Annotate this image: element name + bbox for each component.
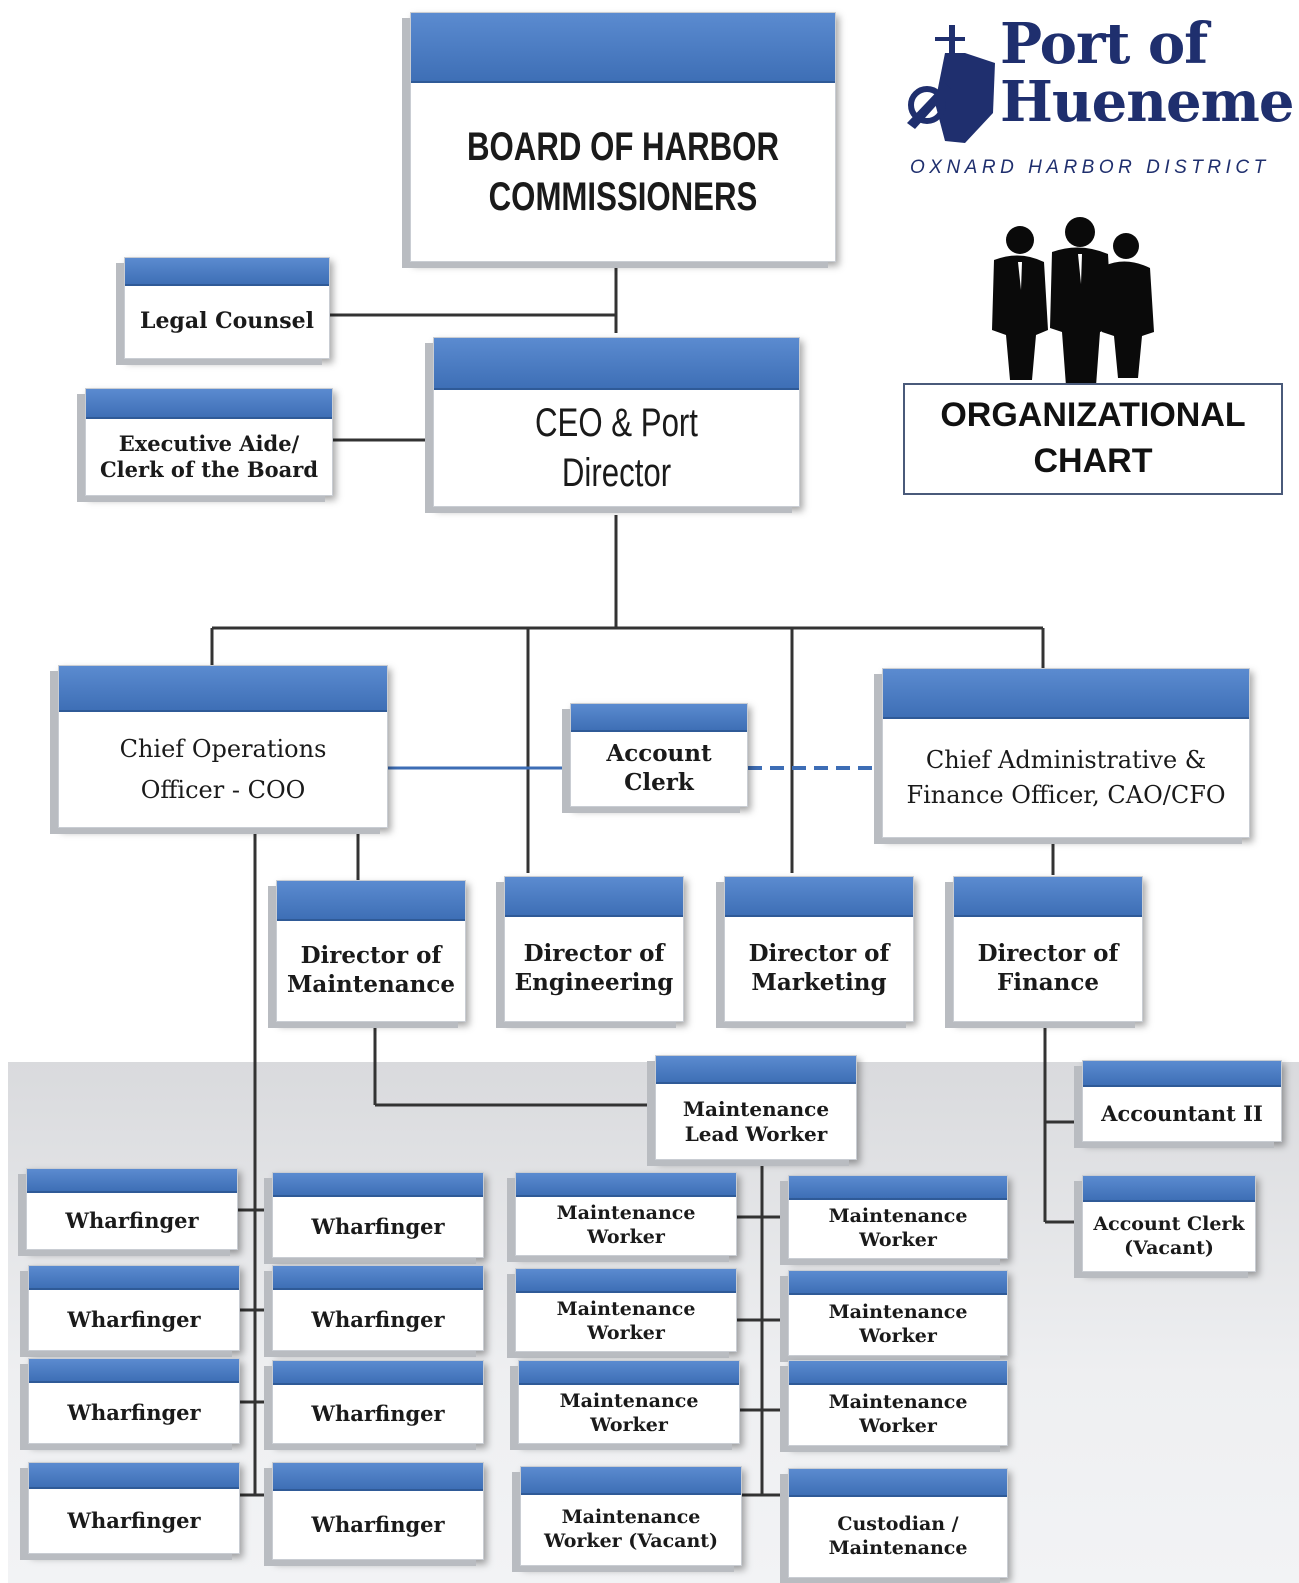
account-clerk-vacant-box: Account Clerk (Vacant) — [1082, 1175, 1256, 1272]
dir-engineering-label: Director of Engineering — [514, 940, 674, 996]
maintenance-worker-label: Maintenance Worker — [828, 1391, 968, 1437]
wharfinger-label: Wharfinger — [67, 1306, 201, 1332]
director-of-maintenance-box: Director of Maintenance — [276, 880, 466, 1022]
maintenance-lead-worker-box: Maintenance Lead Worker — [655, 1055, 857, 1160]
ceo-label: CEO & Port Director — [535, 401, 698, 495]
accountant-label: Accountant II — [1101, 1100, 1263, 1126]
wharfinger-label: Wharfinger — [311, 1400, 445, 1426]
lead-worker-label: Maintenance Lead Worker — [682, 1096, 830, 1146]
ceo-port-director-box: CEO & Port Director — [433, 337, 800, 507]
board-of-harbor-commissioners-box: BOARD OF HARBOR COMMISSIONERS — [410, 12, 836, 262]
dir-finance-label: Director of Finance — [977, 940, 1119, 996]
logo-line-2: Hueneme — [1000, 69, 1294, 135]
maintenance-worker-label: Maintenance Worker — [828, 1205, 968, 1251]
maintenance-worker-box: Maintenance Worker — [518, 1360, 740, 1444]
director-of-finance-box: Director of Finance — [953, 876, 1143, 1022]
wharfinger-label: Wharfinger — [65, 1207, 199, 1233]
director-of-engineering-box: Director of Engineering — [504, 876, 684, 1022]
maintenance-worker-box: Maintenance Worker — [788, 1175, 1008, 1259]
wharfinger-box: Wharfinger — [272, 1462, 484, 1560]
maintenance-worker-box: Maintenance Worker — [515, 1172, 737, 1256]
wharfinger-label: Wharfinger — [311, 1511, 445, 1537]
title-line-2: CHART — [1033, 442, 1153, 480]
business-people-silhouette-icon — [992, 217, 1154, 386]
maintenance-worker-box: Maintenance Worker — [788, 1360, 1008, 1446]
organizational-chart-title-box: ORGANIZATIONAL CHART — [903, 383, 1283, 495]
account-clerk-vacant-label: Account Clerk (Vacant) — [1093, 1212, 1245, 1259]
wharfinger-box: Wharfinger — [272, 1360, 484, 1444]
wharfinger-box: Wharfinger — [26, 1168, 238, 1250]
wharfinger-box: Wharfinger — [272, 1172, 484, 1258]
custodian-maintenance-box: Custodian / Maintenance — [788, 1468, 1008, 1578]
wharfinger-box: Wharfinger — [28, 1358, 240, 1444]
maintenance-worker-vacant-label: Maintenance Worker (Vacant) — [543, 1506, 719, 1552]
logo-line-1: Port of — [1000, 11, 1208, 77]
executive-aide-label: Executive Aide/ Clerk of the Board — [99, 430, 319, 482]
coo-label: Chief Operations Officer - COO — [119, 734, 327, 804]
ship-anchor-logo-icon — [907, 25, 995, 143]
maintenance-worker-box: Maintenance Worker — [515, 1268, 737, 1352]
accountant-ii-box: Accountant II — [1082, 1060, 1282, 1142]
maintenance-worker-label: Maintenance Worker — [559, 1390, 699, 1436]
port-of-hueneme-logo: Port of Hueneme OXNARD HARBOR DISTRICT — [905, 15, 1294, 190]
board-label: BOARD OF HARBOR COMMISSIONERS — [467, 125, 779, 219]
cao-label: Chief Administrative & Finance Officer, … — [906, 746, 1226, 809]
wharfinger-box: Wharfinger — [272, 1265, 484, 1351]
legal-counsel-box: Legal Counsel — [124, 257, 330, 359]
title-line-1: ORGANIZATIONAL — [940, 396, 1246, 435]
account-clerk-label: Account Clerk — [606, 740, 712, 796]
maintenance-worker-box: Maintenance Worker — [788, 1270, 1008, 1356]
logo-subtitle: OXNARD HARBOR DISTRICT — [910, 157, 1270, 178]
wharfinger-label: Wharfinger — [67, 1507, 201, 1533]
maintenance-worker-label: Maintenance Worker — [556, 1298, 696, 1344]
legal-counsel-label: Legal Counsel — [139, 308, 315, 335]
custodian-maintenance-label: Custodian / Maintenance — [828, 1513, 968, 1559]
maintenance-worker-label: Maintenance Worker — [556, 1202, 696, 1248]
director-of-marketing-box: Director of Marketing — [724, 876, 914, 1022]
executive-aide-box: Executive Aide/ Clerk of the Board — [85, 388, 333, 496]
dir-marketing-label: Director of Marketing — [748, 940, 890, 996]
wharfinger-label: Wharfinger — [311, 1213, 445, 1239]
chief-operations-officer-box: Chief Operations Officer - COO — [58, 665, 388, 828]
maintenance-worker-vacant-box: Maintenance Worker (Vacant) — [520, 1466, 742, 1566]
chief-administrative-finance-officer-box: Chief Administrative & Finance Officer, … — [882, 668, 1250, 838]
wharfinger-label: Wharfinger — [67, 1399, 201, 1425]
account-clerk-box: Account Clerk — [570, 703, 748, 807]
maintenance-worker-label: Maintenance Worker — [828, 1301, 968, 1347]
wharfinger-box: Wharfinger — [28, 1462, 240, 1554]
wharfinger-box: Wharfinger — [28, 1265, 240, 1351]
wharfinger-label: Wharfinger — [311, 1306, 445, 1332]
dir-maintenance-label: Director of Maintenance — [286, 942, 456, 998]
